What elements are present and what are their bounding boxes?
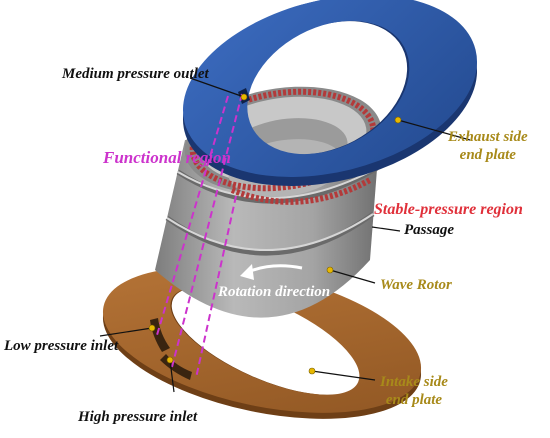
high-inlet-label: High pressure inlet (78, 409, 198, 425)
functional-region-label: Functional region (103, 148, 232, 167)
exhaust-plate-label: Exhaust side end plate (448, 128, 528, 164)
rotation-direction-label: Rotation direction (218, 284, 331, 300)
exhaust-plate-label-line1: Exhaust side (448, 129, 528, 145)
intake-plate-label-line2: end plate (385, 392, 443, 408)
medium-outlet-label: Medium pressure outlet (62, 66, 209, 82)
intake-end-plate (102, 267, 422, 419)
intake-plate-label-line1: Intake side (380, 374, 448, 390)
functional-region-lines (156, 93, 243, 379)
passage-label: Passage (404, 222, 454, 238)
stable-region-label: Stable-pressure region (374, 201, 523, 218)
intake-plate-label: Intake side end plate (380, 373, 448, 409)
low-inlet-label: Low pressure inlet (4, 338, 119, 354)
leader-lines (99, 77, 471, 393)
wave-rotor-label: Wave Rotor (380, 277, 452, 293)
rotation-arrow (240, 264, 303, 280)
exhaust-plate-label-line2: end plate (459, 147, 516, 163)
leader-dots (148, 93, 402, 375)
exhaust-end-plate (182, 0, 478, 186)
